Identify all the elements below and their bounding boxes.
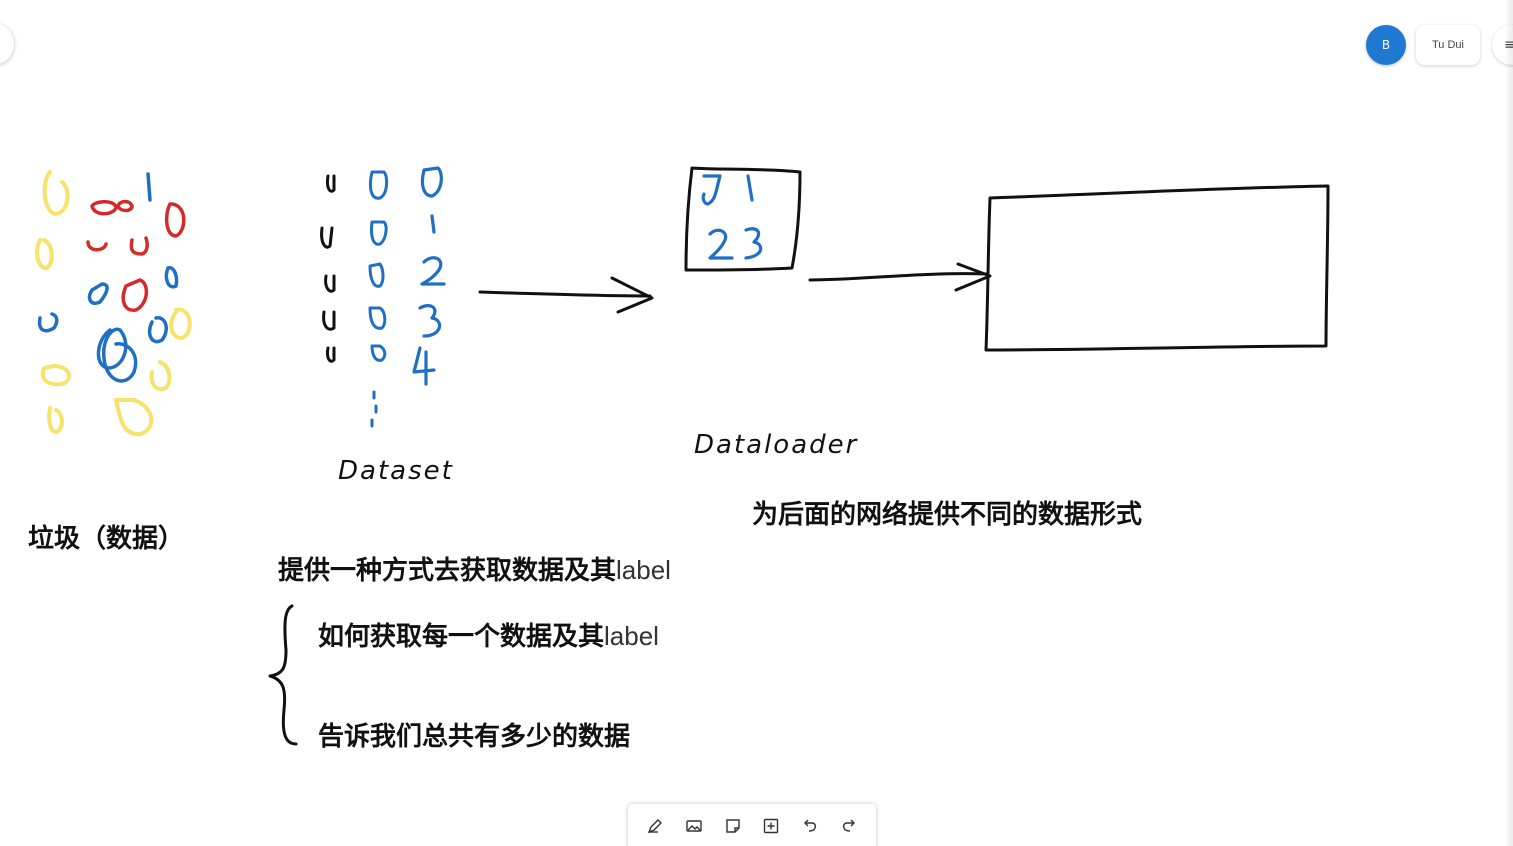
menu-icon: ≡ bbox=[1504, 37, 1513, 53]
dataset-description-bold: 提供一种方式去获取数据及其 bbox=[278, 556, 617, 586]
dataset-description: 提供一种方式去获取数据及其label bbox=[278, 550, 671, 587]
pen-icon[interactable] bbox=[644, 815, 666, 837]
avatar[interactable]: B bbox=[1366, 25, 1406, 65]
brace-item-2: 告诉我们总共有多少的数据 bbox=[318, 722, 631, 752]
arrow-dataloader-to-network bbox=[808, 262, 992, 292]
network-box bbox=[984, 184, 1330, 352]
dataset-label: Dataset bbox=[338, 456, 454, 486]
redo-icon[interactable] bbox=[838, 815, 860, 837]
image-icon[interactable] bbox=[683, 815, 705, 837]
note-icon[interactable] bbox=[722, 815, 744, 837]
collapse-panel-button[interactable] bbox=[0, 24, 14, 64]
dataloader-numbers bbox=[701, 174, 763, 260]
dataset-description-label: label bbox=[616, 555, 671, 585]
garbage-red-scribbles bbox=[86, 199, 186, 312]
bottom-toolbar bbox=[628, 804, 876, 846]
add-box-icon[interactable] bbox=[760, 815, 782, 837]
garbage-yellow-scribbles bbox=[35, 170, 192, 437]
user-name-chip[interactable]: Tu Dui bbox=[1416, 25, 1480, 65]
dataloader-label: Dataloader bbox=[694, 430, 859, 460]
garbage-blue-scribbles bbox=[37, 172, 179, 383]
brace-item-1-label: label bbox=[604, 621, 659, 651]
menu-button[interactable]: ≡ bbox=[1492, 25, 1513, 65]
dataset-col1 bbox=[320, 174, 336, 363]
dataloader-description: 为后面的网络提供不同的数据形式 bbox=[752, 500, 1143, 530]
garbage-text: 垃圾（数据） bbox=[28, 524, 185, 554]
dataloader-box bbox=[684, 166, 802, 272]
dataset-col3 bbox=[412, 166, 446, 386]
avatar-initial: B bbox=[1381, 38, 1391, 52]
arrow-dataset-to-dataloader bbox=[478, 276, 654, 314]
undo-icon[interactable] bbox=[799, 815, 821, 837]
user-name: Tu Dui bbox=[1432, 39, 1464, 51]
brace bbox=[268, 604, 298, 746]
brace-item-1: 如何获取每一个数据及其label bbox=[318, 616, 659, 653]
right-edge-shadow bbox=[1505, 0, 1513, 846]
dataset-col2 bbox=[368, 170, 389, 428]
brace-item-1-bold: 如何获取每一个数据及其 bbox=[318, 622, 605, 652]
